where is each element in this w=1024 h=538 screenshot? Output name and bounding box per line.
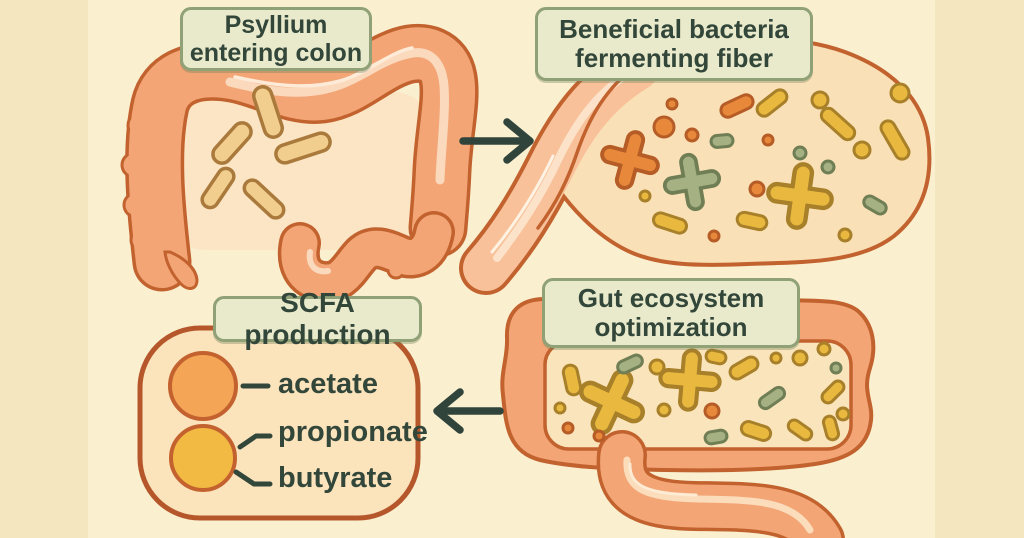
label-line: SCFA production [244,287,391,350]
right-margin-strip [935,0,1024,538]
scfa-panel-illustration [137,325,421,521]
acetate-label: acetate [278,368,378,400]
label-line: entering colon [189,39,363,67]
butyrate-label: butyrate [278,462,393,494]
scfa-connector-lines [233,383,273,487]
label-beneficial-bacteria: Beneficial bacteria fermenting fiber [535,7,813,81]
label-line: Psyllium [224,10,328,39]
bacteria-cluster [553,341,851,446]
left-margin-strip [0,0,88,538]
propionate-butyrate-circle [169,424,237,492]
bacteria-cluster [600,82,911,243]
acetate-circle [168,351,238,421]
appendix [163,250,199,290]
label-line: fermenting fiber [575,43,773,73]
colon-illustration [120,23,479,307]
propionate-label: propionate [278,416,428,448]
label-psyllium-entering-colon: Psyllium entering colon [180,7,372,71]
label-gut-ecosystem: Gut ecosystem optimization [542,278,800,348]
label-line: Beneficial bacteria [559,13,789,44]
label-line: optimization [594,312,748,342]
label-scfa-production: SCFA production [213,287,422,350]
arrow-right-icon [459,118,534,164]
colon-highlight [225,48,449,185]
psyllium-husk-pieces [200,85,332,220]
fermentation-gut-illustration [459,36,932,295]
arrow-left-icon [433,388,504,434]
label-line: Gut ecosystem [577,282,765,313]
